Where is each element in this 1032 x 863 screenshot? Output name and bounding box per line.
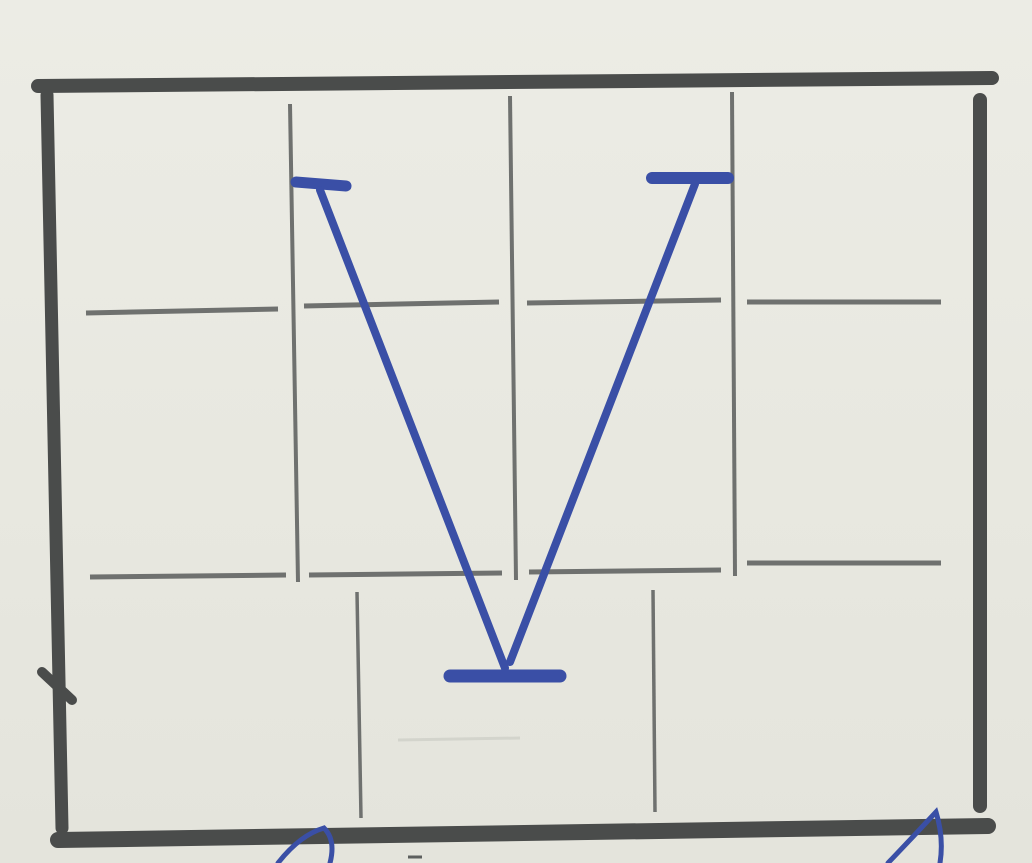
grid-horizontal-low-1 bbox=[89, 572, 287, 580]
grid-horizontal-low-3 bbox=[528, 567, 722, 575]
faint-erased-mark bbox=[397, 736, 521, 742]
grid-vertical-3 bbox=[730, 91, 737, 577]
outer-frame bbox=[31, 71, 999, 848]
v-right-stroke bbox=[506, 180, 699, 666]
grid-horizontal-mid-1 bbox=[85, 306, 279, 316]
grid-horizontal-mid-3 bbox=[526, 297, 722, 306]
v-left-serif bbox=[290, 176, 352, 192]
grid-vertical-bottom-1 bbox=[355, 591, 363, 819]
v-left-stroke bbox=[316, 186, 509, 672]
frame-left bbox=[40, 88, 69, 835]
frame-bottom bbox=[50, 818, 996, 848]
grid-horizontal-mid-2 bbox=[303, 299, 500, 309]
grid-vertical-1 bbox=[288, 103, 300, 583]
inner-grid bbox=[85, 91, 941, 819]
partial-glyph-left bbox=[275, 825, 335, 863]
frame-top bbox=[31, 71, 999, 93]
partial-handwriting-bottom bbox=[275, 807, 944, 863]
grid-vertical-bottom-2 bbox=[651, 589, 657, 813]
frame-left-notch bbox=[37, 667, 77, 705]
partial-glyph-right bbox=[885, 807, 944, 863]
handwritten-letter-v bbox=[290, 172, 734, 683]
grid-vertical-2 bbox=[508, 95, 518, 581]
